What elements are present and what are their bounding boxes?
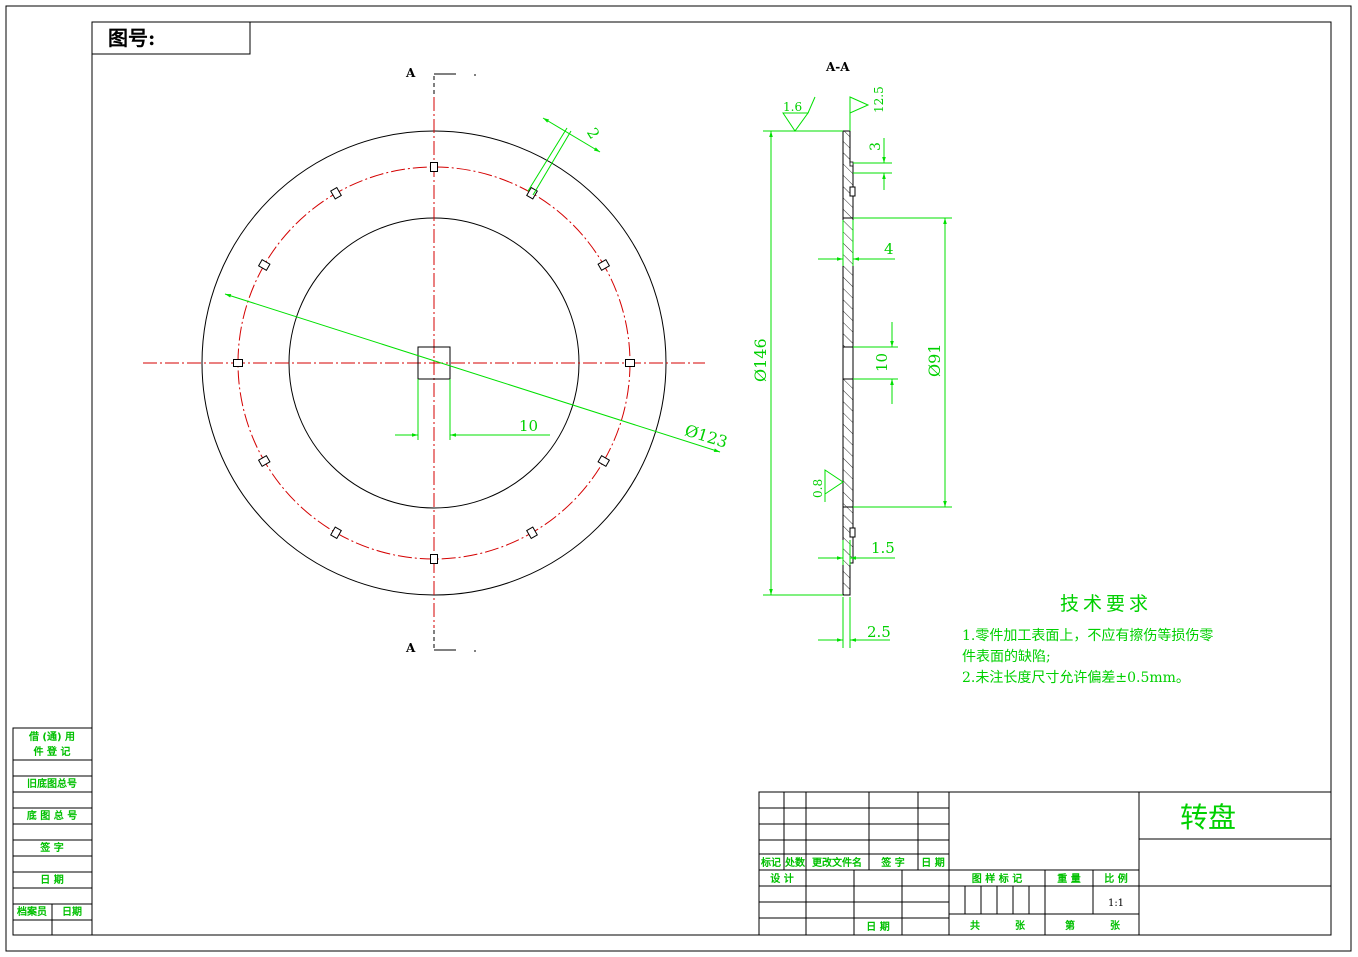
pitch-hole	[430, 554, 438, 564]
pitch-hole	[526, 526, 538, 540]
tb-total: 共	[970, 919, 980, 932]
tb-sheet-no: 第	[1065, 919, 1075, 932]
roughness-1-6: 1.6	[783, 100, 802, 114]
dim-thick-2-5: 2.5	[867, 623, 891, 641]
borrow-label-1: 借 (通) 用	[28, 730, 75, 743]
dim-key-10: 10	[519, 417, 538, 435]
archivist-label: 档案员	[16, 905, 47, 918]
dim-od-146: Ø146	[751, 338, 770, 382]
dim-thick-1-5: 1.5	[871, 539, 895, 557]
dim-step-3: 3	[868, 142, 884, 151]
tb-sign: 签 字	[880, 856, 904, 869]
outer-border	[5, 5, 1352, 952]
borrow-label-2: 件 登 记	[34, 745, 71, 758]
pitch-hole	[430, 162, 438, 172]
tb-weight: 重 量	[1057, 872, 1080, 885]
tb-change-doc: 更改文件名	[812, 856, 862, 869]
drawing-number-label: 图号:	[108, 26, 155, 50]
tb-count: 处数	[784, 856, 806, 869]
roughness-12-5: 12.5	[872, 86, 886, 113]
tb-sheet: 张	[1015, 919, 1026, 932]
tb-drawing-mark: 图 样 标 记	[972, 872, 1022, 885]
old-base-number-label: 旧底图总号	[27, 777, 77, 790]
section-title: A-A	[825, 60, 850, 74]
tech-req-title: 技术要求	[1060, 593, 1152, 615]
dim-pcd-123: Ø123	[683, 421, 730, 452]
archive-block: 借 (通) 用 件 登 记 旧底图总号 底 图 总 号 签 字 日 期 档案员 …	[12, 727, 93, 936]
front-view: A A 2 Ø123 10	[143, 66, 730, 655]
drawing-number-box	[91, 21, 251, 55]
archive-date-label: 日期	[62, 905, 82, 918]
pitch-hole	[233, 359, 243, 367]
tb-ratio: 比 例	[1104, 872, 1127, 885]
dim-bore-10: 10	[873, 353, 891, 372]
signature-label: 签 字	[39, 841, 63, 854]
section-marker-top: A	[405, 66, 416, 80]
tb-date: 日 期	[921, 856, 944, 869]
tb-sheet-2: 张	[1110, 919, 1121, 932]
dim-width-2: 2	[583, 125, 603, 143]
base-number-label: 底 图 总 号	[27, 809, 77, 822]
pitch-hole	[257, 455, 271, 467]
tb-mark: 标记	[760, 856, 781, 869]
tech-req-line-2: 件表面的缺陷;	[962, 649, 1051, 665]
tb-scale-value: 1:1	[1108, 898, 1124, 909]
section-view: A-A Ø146 Ø91 10 3	[751, 60, 952, 648]
inner-frame	[91, 21, 1332, 936]
part-name: 转盘	[1180, 801, 1236, 834]
pitch-hole	[597, 455, 611, 467]
tb-design: 设 计	[770, 872, 793, 885]
roughness-0-8: 0.8	[811, 479, 825, 498]
tech-req-line-3: 2.未注长度尺寸允许偏差±0.5mm。	[962, 670, 1190, 686]
dim-thick-4: 4	[884, 240, 894, 258]
dim-id-91: Ø91	[925, 344, 944, 377]
pitch-hole	[625, 359, 635, 367]
tech-req-line-1: 1.零件加工表面上，不应有擦伤等损伤零	[962, 627, 1213, 644]
pitch-hole	[526, 186, 538, 200]
date-label: 日 期	[40, 873, 63, 886]
title-block: 标记 处数 更改文件名 签 字 日 期 设 计 日 期 图 样 标 记 重 量 …	[758, 791, 1332, 936]
pitch-hole	[257, 259, 271, 271]
pitch-hole	[597, 259, 611, 271]
pitch-hole	[330, 526, 342, 540]
section-marker-bottom: A	[405, 641, 416, 655]
pitch-hole	[330, 186, 342, 200]
tb-date-2: 日 期	[866, 920, 889, 933]
